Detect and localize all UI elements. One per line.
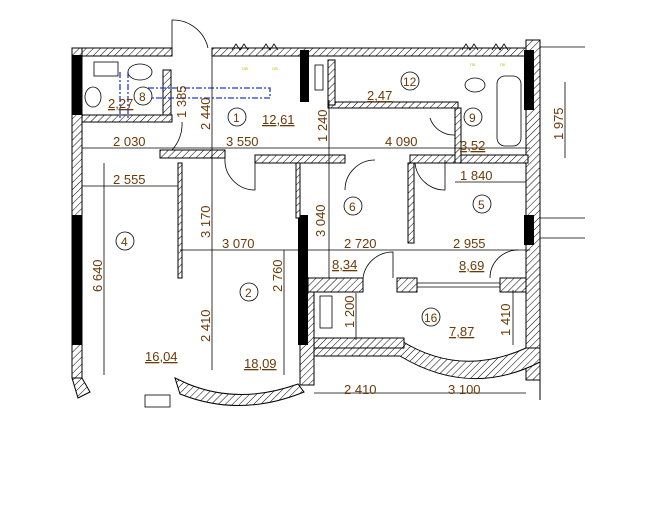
- fixture-label: ПК: [470, 62, 476, 67]
- dimension-label: 2 440: [198, 97, 213, 130]
- room-number: 5: [478, 198, 485, 212]
- utility-line: [119, 72, 271, 118]
- room-number: 6: [349, 200, 356, 214]
- dimension-label: 1 240: [315, 109, 330, 142]
- dimension-label: 1 385: [174, 85, 189, 118]
- vent-icon: [231, 43, 509, 51]
- dimension-label: 3 550: [226, 134, 259, 149]
- interior-walls: [81, 59, 529, 349]
- dimension-lines: [82, 55, 566, 394]
- dimension-label: 2 030: [113, 134, 146, 149]
- room-number: 8: [139, 90, 146, 104]
- room-number: 2: [245, 286, 252, 300]
- toilet-icon: [127, 63, 153, 81]
- bathtub-icon: [496, 75, 522, 147]
- fixtures: ОВ ОВ ПК ПК: [84, 43, 522, 408]
- dimension-label: 2 410: [198, 309, 213, 342]
- dimension-label: 1 840: [460, 168, 493, 183]
- dimension-label: 3 170: [198, 205, 213, 238]
- dimension-label: 3 040: [313, 204, 328, 237]
- room-number: 4: [121, 235, 128, 249]
- room-number: 1: [233, 111, 240, 125]
- doors: [171, 19, 519, 279]
- dimension-label: 2 410: [344, 382, 377, 397]
- fixture-label: ПК: [500, 62, 506, 67]
- radiator-icon: [319, 295, 333, 329]
- dimension-label: 1 975: [551, 107, 566, 140]
- room-area: 7,87: [449, 324, 474, 339]
- dimension-label: 2 720: [344, 236, 377, 251]
- room-area: 12,61: [262, 112, 295, 127]
- room-area: 16,04: [145, 349, 178, 364]
- dimension-label: 3 100: [448, 382, 481, 397]
- room-markers: 8 1 12 9 6 5 4 2 16: [115, 71, 492, 327]
- room-number: 16: [424, 311, 438, 325]
- room-area: 8,69: [459, 258, 484, 273]
- room-area: 8,34: [332, 257, 357, 272]
- dimension-label: 1 200: [342, 295, 357, 328]
- room-area: 18,09: [244, 356, 277, 371]
- dimension-label: 2 955: [453, 236, 486, 251]
- dimension-label: 4 090: [385, 134, 418, 149]
- room-number: 12: [403, 75, 417, 89]
- dimension-label: 1 410: [498, 303, 513, 336]
- room-area: 3,52: [460, 138, 485, 153]
- dimension-label: 3 070: [222, 236, 255, 251]
- room-area: 2,47: [367, 88, 392, 103]
- dimension-label: 6 640: [90, 259, 105, 292]
- structural-columns: [72, 50, 534, 345]
- toilet-icon: [464, 77, 486, 93]
- toilet-icon: [84, 86, 102, 108]
- fixture-label: ОВ: [242, 66, 248, 71]
- dimension-label: 2 760: [270, 259, 285, 292]
- sink-icon: [93, 61, 119, 77]
- fixture-label: ОВ: [272, 66, 278, 71]
- dimension-label: 2 555: [113, 172, 146, 187]
- room-number: 9: [469, 111, 476, 125]
- room-area: 2,27: [108, 96, 133, 111]
- radiator-icon: [144, 394, 171, 408]
